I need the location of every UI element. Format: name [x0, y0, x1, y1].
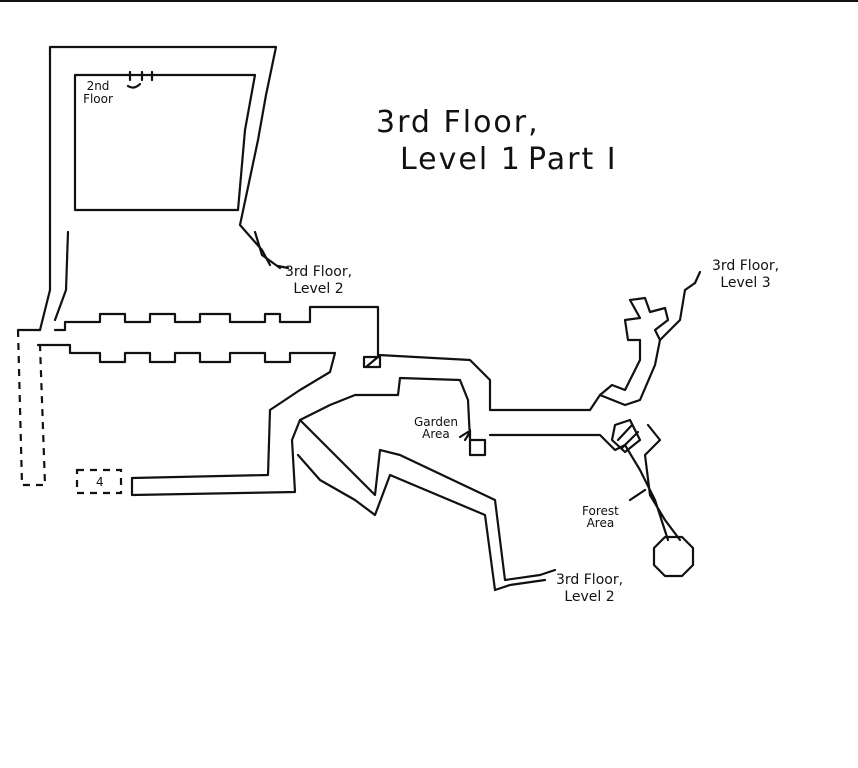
map-title-line1: 3rd Floor, — [376, 105, 540, 140]
hatched-pillar — [610, 418, 642, 454]
forest-area-label: Forest Area — [582, 505, 619, 529]
second-floor-label: 2nd Floor — [83, 79, 113, 106]
link-level2-bottom-line2: Level 2 — [564, 588, 615, 605]
garden-label-line1: Garden — [414, 415, 458, 429]
link-level2-bottom[interactable]: 3rd Floor, Level 2 — [556, 572, 623, 606]
link-level2-top-line2: Level 2 — [293, 280, 344, 297]
hatched-block — [362, 355, 382, 369]
link-level3-line1: 3rd Floor, — [712, 258, 780, 274]
link-level2-bottom-line1: 3rd Floor, — [556, 572, 624, 588]
link-level3-line2: Level 3 — [720, 274, 771, 291]
east-corridor — [376, 281, 697, 542]
arrows — [276, 264, 702, 502]
cross-room — [598, 296, 670, 397]
link-level2-top-line1: 3rd Floor, — [285, 264, 353, 280]
dashed-hallway-west — [16, 329, 47, 487]
room-4-label: 4 — [96, 475, 104, 489]
forest-label-line2: Area — [586, 516, 615, 530]
south-corridor — [296, 418, 557, 592]
map-title-part: Part I — [528, 142, 618, 177]
dashed-room-4 — [75, 468, 123, 495]
crenellated-corridor-bottom — [36, 343, 487, 497]
link-level2-top[interactable]: 3rd Floor, Level 2 — [285, 264, 352, 298]
top-corridor-right — [253, 230, 282, 270]
forest-octagon-room — [652, 535, 695, 578]
map-title-level: Level 1 — [400, 142, 522, 177]
garden-area-label: Garden Area — [414, 416, 458, 440]
top-room-inner-wall — [73, 73, 257, 212]
link-level3[interactable]: 3rd Floor, Level 3 — [712, 258, 779, 292]
crenellated-corridor-top — [16, 305, 380, 357]
top-corridor-left — [38, 230, 70, 332]
page-border — [0, 0, 858, 2]
forest-label-line1: Forest — [582, 504, 619, 518]
garden-label-line2: Area — [422, 427, 450, 441]
stair-marks — [126, 70, 154, 89]
